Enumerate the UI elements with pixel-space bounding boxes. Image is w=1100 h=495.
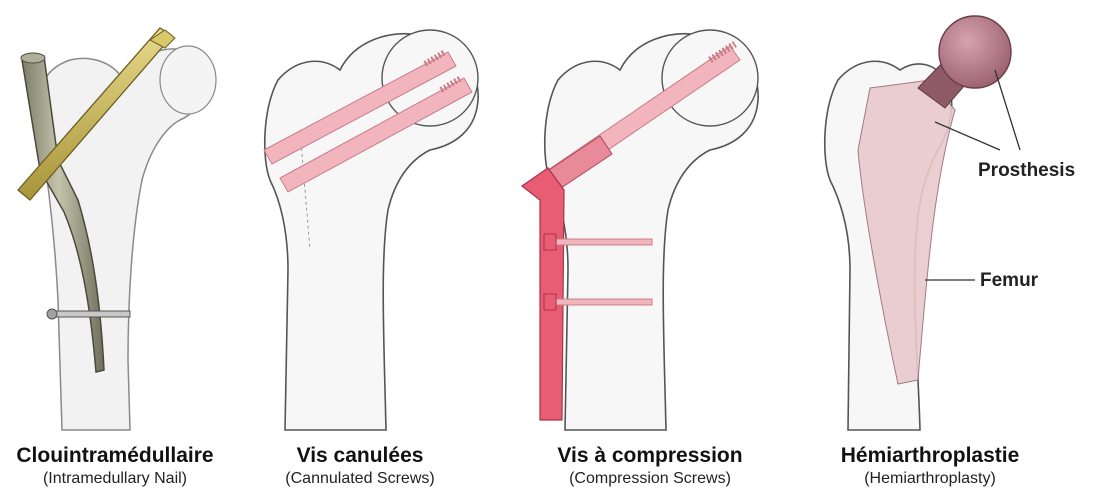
prosthesis-leader-1 <box>995 70 1020 150</box>
plate-screw-2 <box>548 299 652 305</box>
panel-compression-screws <box>522 30 758 430</box>
panel-intramedullary-nail <box>18 28 216 430</box>
femoral-head-1 <box>160 46 216 114</box>
prosthesis-head <box>939 16 1011 88</box>
subtitle-cannulated-screws: (Cannulated Screws) <box>260 470 460 488</box>
side-plate <box>522 168 564 420</box>
distal-locking-screw <box>52 311 130 317</box>
label-femur: Femur <box>980 270 1038 292</box>
title-hemiarthroplasty: Hémiarthroplastie <box>820 444 1040 468</box>
title-intramedullary-nail: Clouintramédullaire <box>0 444 230 468</box>
subtitle-compression-screws: (Compression Screws) <box>530 470 770 488</box>
label-prosthesis: Prosthesis <box>978 160 1075 182</box>
title-cannulated-screws: Vis canulées <box>260 444 460 468</box>
subtitle-intramedullary-nail: (Intramedullary Nail) <box>0 470 230 488</box>
title-compression-screws: Vis à compression <box>530 444 770 468</box>
panel-cannulated-screws <box>264 30 478 430</box>
plate-screw-1 <box>548 239 652 245</box>
panel-hemiarthroplasty <box>825 16 1020 430</box>
subtitle-hemiarthroplasty: (Hemiarthroplasty) <box>820 470 1040 488</box>
